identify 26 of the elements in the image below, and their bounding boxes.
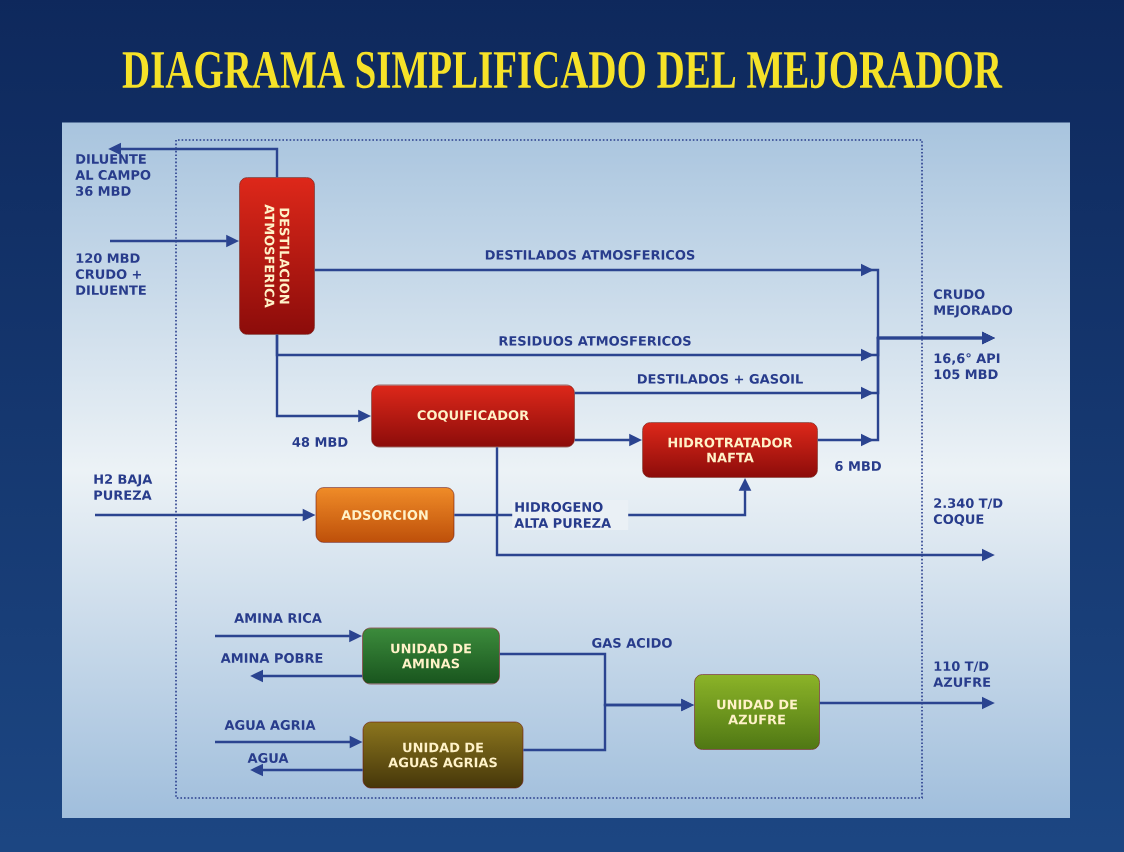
stream-label: 120 MBD CRUDO + DILUENTE — [75, 253, 146, 296]
unit-box: UNIDAD DE AMINAS — [362, 627, 500, 685]
unit-box: ADSORCION — [315, 487, 455, 543]
unit-box: UNIDAD DE AGUAS AGRIAS — [362, 721, 524, 789]
stream-label: H2 BAJA PUREZA — [94, 474, 153, 501]
stream-label: AGUA AGRIA — [224, 720, 316, 730]
flow-rate-label: 6 MBD — [835, 461, 881, 471]
column-box: DESTILACION ATMOSFERICA — [239, 177, 315, 335]
edge-label: DESTILADOS + GASOIL — [637, 374, 803, 384]
unit-box: HIDROTRATADOR NAFTA — [642, 422, 818, 478]
stream-label: AMINA RICA — [234, 613, 322, 623]
stream-label: 16,6° API 105 MBD — [934, 353, 1000, 380]
stream-label: DILUENTE AL CAMPO 36 MBD — [75, 154, 151, 196]
stream-label: AMINA POBRE — [220, 653, 323, 663]
edge-label: DESTILADOS ATMOSFERICOS — [485, 250, 695, 260]
stream-label: CRUDO MEJORADO — [933, 289, 1013, 318]
stream-label: AGUA — [247, 753, 289, 763]
unit-box: UNIDAD DE AZUFRE — [694, 674, 820, 750]
stream-label: 2.340 T/D COQUE — [933, 498, 1003, 526]
title: DIAGRAMA SIMPLIFICADO DEL MEJORADOR — [122, 51, 1003, 89]
unit-box: COQUIFICADOR — [371, 384, 575, 448]
flow-rate-label: 48 MBD — [292, 437, 348, 447]
edge-label: GAS ACIDO — [592, 638, 672, 648]
edge-label: RESIDUOS ATMOSFERICOS — [499, 336, 691, 346]
edge-label: HIDROGENO ALTA PUREZA — [514, 502, 612, 528]
stream-label: 110 T/D AZUFRE — [933, 661, 991, 688]
